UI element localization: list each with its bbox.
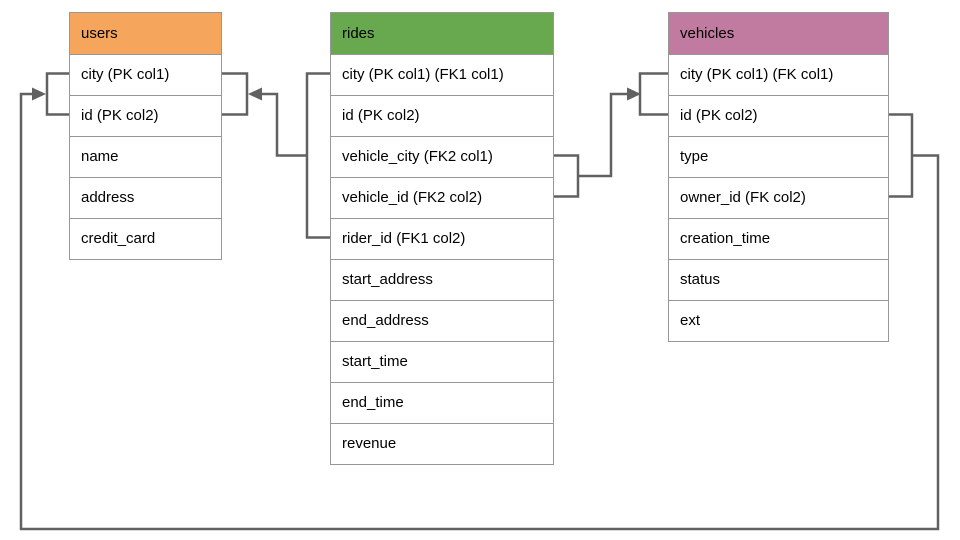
table-row: rider_id (FK1 col2) xyxy=(331,218,553,259)
table-vehicles: vehicles city (PK col1) (FK col1)id (PK … xyxy=(668,12,889,342)
table-row: ext xyxy=(669,300,888,341)
arrowhead-into-users-left xyxy=(32,87,46,101)
table-row: city (PK col1) xyxy=(70,54,221,95)
table-row: end_time xyxy=(331,382,553,423)
connector-rides-to-users xyxy=(262,92,307,157)
vehicles-right-bracket xyxy=(888,113,914,198)
table-row: id (PK col2) xyxy=(669,95,888,136)
rides-right-bracket xyxy=(553,154,580,198)
table-row: status xyxy=(669,259,888,300)
arrowhead-into-users-right xyxy=(248,87,262,101)
table-row: start_address xyxy=(331,259,553,300)
table-rides-rows: city (PK col1) (FK1 col1)id (PK col2)veh… xyxy=(331,54,553,464)
table-row: credit_card xyxy=(70,218,221,259)
table-row: vehicle_city (FK2 col1) xyxy=(331,136,553,177)
table-row: id (PK col2) xyxy=(331,95,553,136)
table-row: address xyxy=(70,177,221,218)
table-row: name xyxy=(70,136,221,177)
table-rides-header: rides xyxy=(331,13,553,54)
table-row: id (PK col2) xyxy=(70,95,221,136)
table-vehicles-header: vehicles xyxy=(669,13,888,54)
table-row: revenue xyxy=(331,423,553,464)
rides-left-bracket xyxy=(305,72,330,239)
connector-rides-to-vehicles xyxy=(578,92,627,178)
users-right-bracket xyxy=(220,72,249,116)
table-row: city (PK col1) (FK1 col1) xyxy=(331,54,553,95)
table-users-header: users xyxy=(70,13,221,54)
table-row: vehicle_id (FK2 col2) xyxy=(331,177,553,218)
table-row: owner_id (FK col2) xyxy=(669,177,888,218)
vehicles-left-bracket xyxy=(638,72,668,116)
table-rides: rides city (PK col1) (FK1 col1)id (PK co… xyxy=(330,12,554,465)
arrowhead-into-vehicles-left xyxy=(627,87,641,101)
table-row: creation_time xyxy=(669,218,888,259)
table-row: end_address xyxy=(331,300,553,341)
table-row: start_time xyxy=(331,341,553,382)
users-left-bracket xyxy=(45,72,69,116)
table-vehicles-rows: city (PK col1) (FK col1)id (PK col2)type… xyxy=(669,54,888,341)
table-row: city (PK col1) (FK col1) xyxy=(669,54,888,95)
table-row: type xyxy=(669,136,888,177)
